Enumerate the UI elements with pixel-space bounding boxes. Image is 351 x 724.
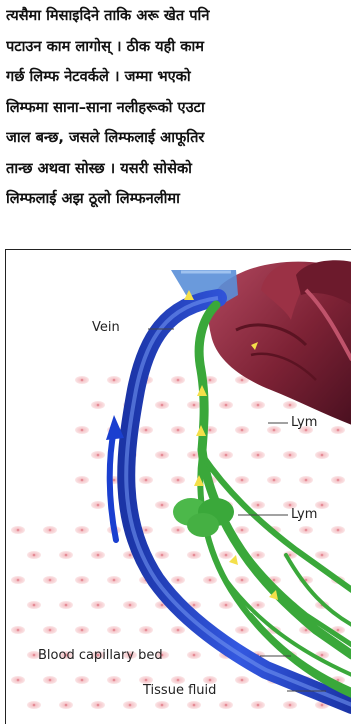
tissue-cell [123,601,137,609]
tissue-cell [155,501,169,509]
tissue-cell [155,701,169,709]
tissue-cell [331,526,345,534]
tissue-fluid-label: Tissue fluid [143,683,216,698]
tissue-cell [219,451,233,459]
tissue-cell [91,451,105,459]
tissue-cell [91,601,105,609]
tissue-cell [235,476,249,484]
tissue-cell [315,551,329,559]
tissue-cell [75,476,89,484]
tissue-cell [43,576,57,584]
tissue-cell [219,401,233,409]
lymph-node-label: Lym [291,507,317,522]
tissue-cell [235,626,249,634]
tissue-cell [27,601,41,609]
tissue-cell [235,676,249,684]
tissue-cell [11,526,25,534]
tissue-cell [171,426,185,434]
tissue-cell [91,401,105,409]
tissue-cell [59,551,73,559]
tissue-cell [11,676,25,684]
tissue-cell [251,451,265,459]
tissue-cell [331,476,345,484]
tissue-cell [187,551,201,559]
tissue-cell [27,551,41,559]
tissue-cell [155,401,169,409]
lymphatic-system-figure: Vein Lym Lym Blood capillary bed Tissue … [5,249,351,724]
paragraph-line: त्यसैमा मिसाइदिने ताकि अरू खेत पनि [6,1,351,32]
tissue-cell [283,401,297,409]
tissue-cell [139,426,153,434]
tissue-cell [107,676,121,684]
tissue-cell [139,626,153,634]
tissue-cell [107,576,121,584]
tissue-cell [187,651,201,659]
tissue-cell [43,626,57,634]
paragraph-line: पटाउन काम लागोस् । ठीक यही काम [6,32,351,63]
lymph-vessel-label: Lym [291,415,317,430]
tissue-cell [171,526,185,534]
vein-label: Vein [92,320,120,335]
nepali-paragraph: त्यसैमा मिसाइदिने ताकि अरू खेत पनि पटाउन… [6,1,351,215]
tissue-cell [59,701,73,709]
paragraph-line: जाल बन्छ, जसले लिम्फलाई आफूतिर [6,123,351,154]
tissue-cell [299,476,313,484]
tissue-cell [75,626,89,634]
paragraph-line: लिम्फलाई अझ ठूलो लिम्फनलीमा [6,184,351,215]
tissue-cell [75,576,89,584]
tissue-cell [171,376,185,384]
blood-capillary-bed-label: Blood capillary bed [38,648,163,663]
tissue-cell [139,476,153,484]
tissue-cell [267,426,281,434]
tissue-cell [155,451,169,459]
tissue-cell [187,401,201,409]
tissue-cell [107,626,121,634]
tissue-cell [235,526,249,534]
tissue-cell [251,501,265,509]
tissue-cell [43,526,57,534]
tissue-cell [11,576,25,584]
tissue-cell [283,701,297,709]
paragraph-line: गर्छ लिम्फ नेटवर्कले । जम्मा भएको [6,62,351,93]
tissue-cell [155,551,169,559]
tissue-cell [171,576,185,584]
tissue-cell [171,626,185,634]
tissue-cell [91,551,105,559]
tissue-cell [219,701,233,709]
tissue-cell [107,376,121,384]
tissue-cell [75,426,89,434]
tissue-cell [251,601,265,609]
tissue-cell [251,701,265,709]
paragraph-line: तान्छ अथवा सोस्छ । यसरी सोसेको [6,154,351,185]
tissue-cell [203,576,217,584]
tissue-cell [91,701,105,709]
tissue-cell [219,601,233,609]
tissue-cell [91,501,105,509]
tissue-cell [235,426,249,434]
tissue-cell [11,626,25,634]
paragraph-line: लिम्फमा साना–साना नलीहरूको एउटा [6,93,351,124]
tissue-cell [219,551,233,559]
tissue-cell [267,476,281,484]
tissue-cell [331,426,345,434]
tissue-cell [59,601,73,609]
tissue-cell [251,401,265,409]
tissue-cell [75,526,89,534]
tissue-cell [171,476,185,484]
tissue-cell [187,701,201,709]
tissue-cell [235,576,249,584]
tissue-cell [27,701,41,709]
tissue-cell [283,451,297,459]
tissue-cell [43,676,57,684]
tissue-cell [123,701,137,709]
tissue-cell [75,376,89,384]
tissue-cell [251,551,265,559]
tissue-cell [315,451,329,459]
tissue-cell [75,676,89,684]
tissue-cell [299,526,313,534]
